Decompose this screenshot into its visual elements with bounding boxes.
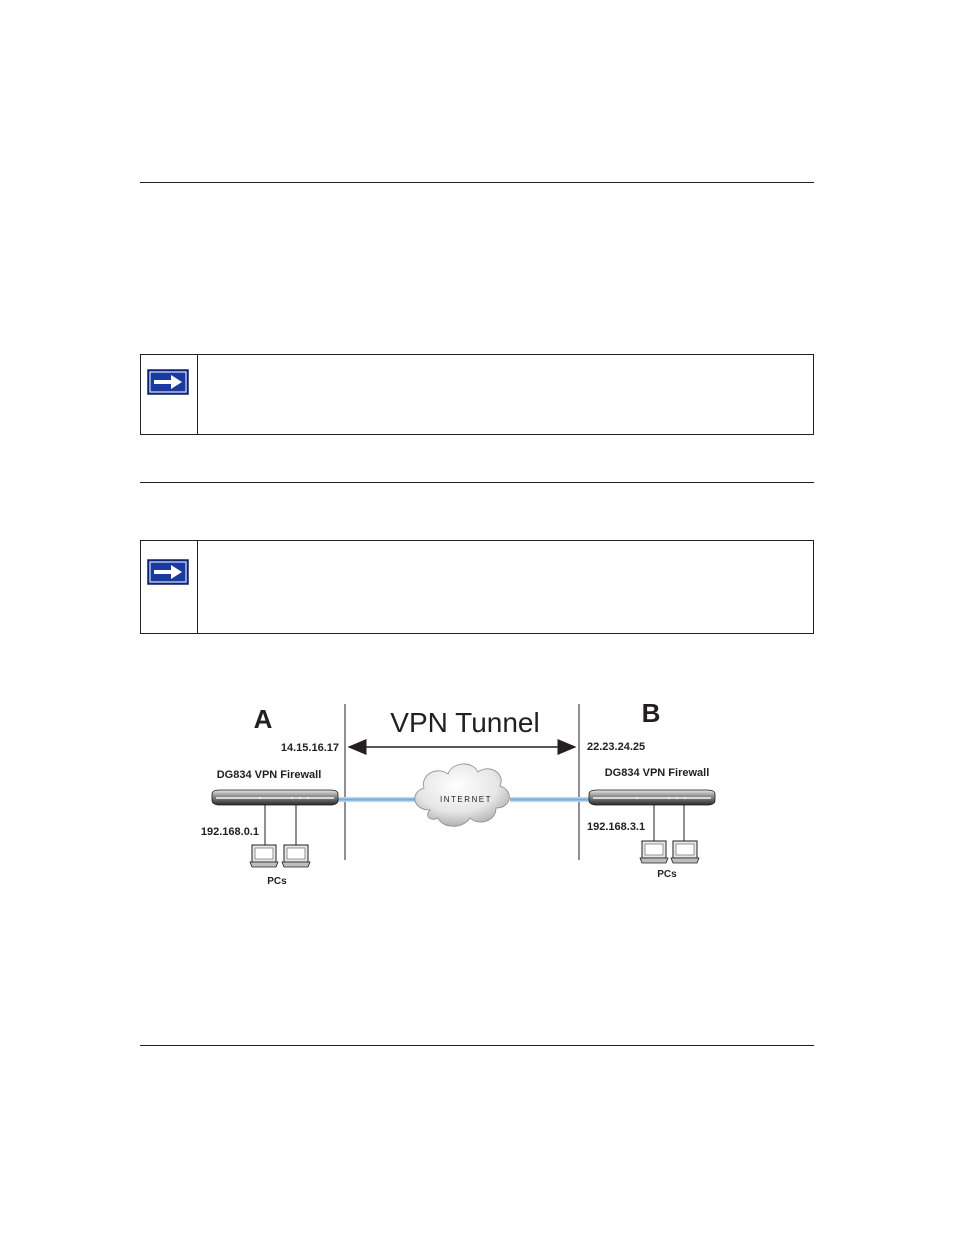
section-rule xyxy=(140,482,814,483)
link-a-to-internet xyxy=(336,797,416,802)
pc-icon xyxy=(249,844,279,868)
site-a-pcs-label: PCs xyxy=(267,876,287,887)
internet-label: INTERNET xyxy=(440,795,492,804)
site-a-device-label: DG834 VPN Firewall xyxy=(217,769,322,781)
note-box xyxy=(140,540,814,634)
arrow-right-icon xyxy=(147,369,189,395)
link-internet-to-b xyxy=(510,797,590,802)
site-b-pcs-label: PCs xyxy=(657,869,677,880)
internet-cloud: INTERNET xyxy=(414,763,510,827)
arrow-right-icon xyxy=(147,559,189,585)
note-box xyxy=(140,354,814,435)
site-b-letter: B xyxy=(642,698,661,728)
vpn-tunnel-diagram: VPN Tunnel A B 14.15.16.17 22.23.24.25 D… xyxy=(201,698,716,887)
top-rule xyxy=(140,182,814,183)
router-a xyxy=(211,789,339,806)
pc-icon xyxy=(639,840,669,864)
pc-icon xyxy=(281,844,311,868)
site-b-lan-ip: 192.168.3.1 xyxy=(587,821,645,833)
site-a-wan-ip: 14.15.16.17 xyxy=(281,742,339,754)
site-a-lan-ip: 192.168.0.1 xyxy=(201,826,259,838)
site-b-device-label: DG834 VPN Firewall xyxy=(605,767,710,779)
bottom-rule xyxy=(140,1045,814,1046)
note-icon-cell xyxy=(141,355,198,434)
pc-icon xyxy=(670,840,700,864)
site-b-wan-ip: 22.23.24.25 xyxy=(587,741,645,753)
tunnel-label: VPN Tunnel xyxy=(390,707,539,738)
note-icon-cell xyxy=(141,541,198,633)
router-b xyxy=(588,789,716,806)
site-a-letter: A xyxy=(254,704,273,734)
